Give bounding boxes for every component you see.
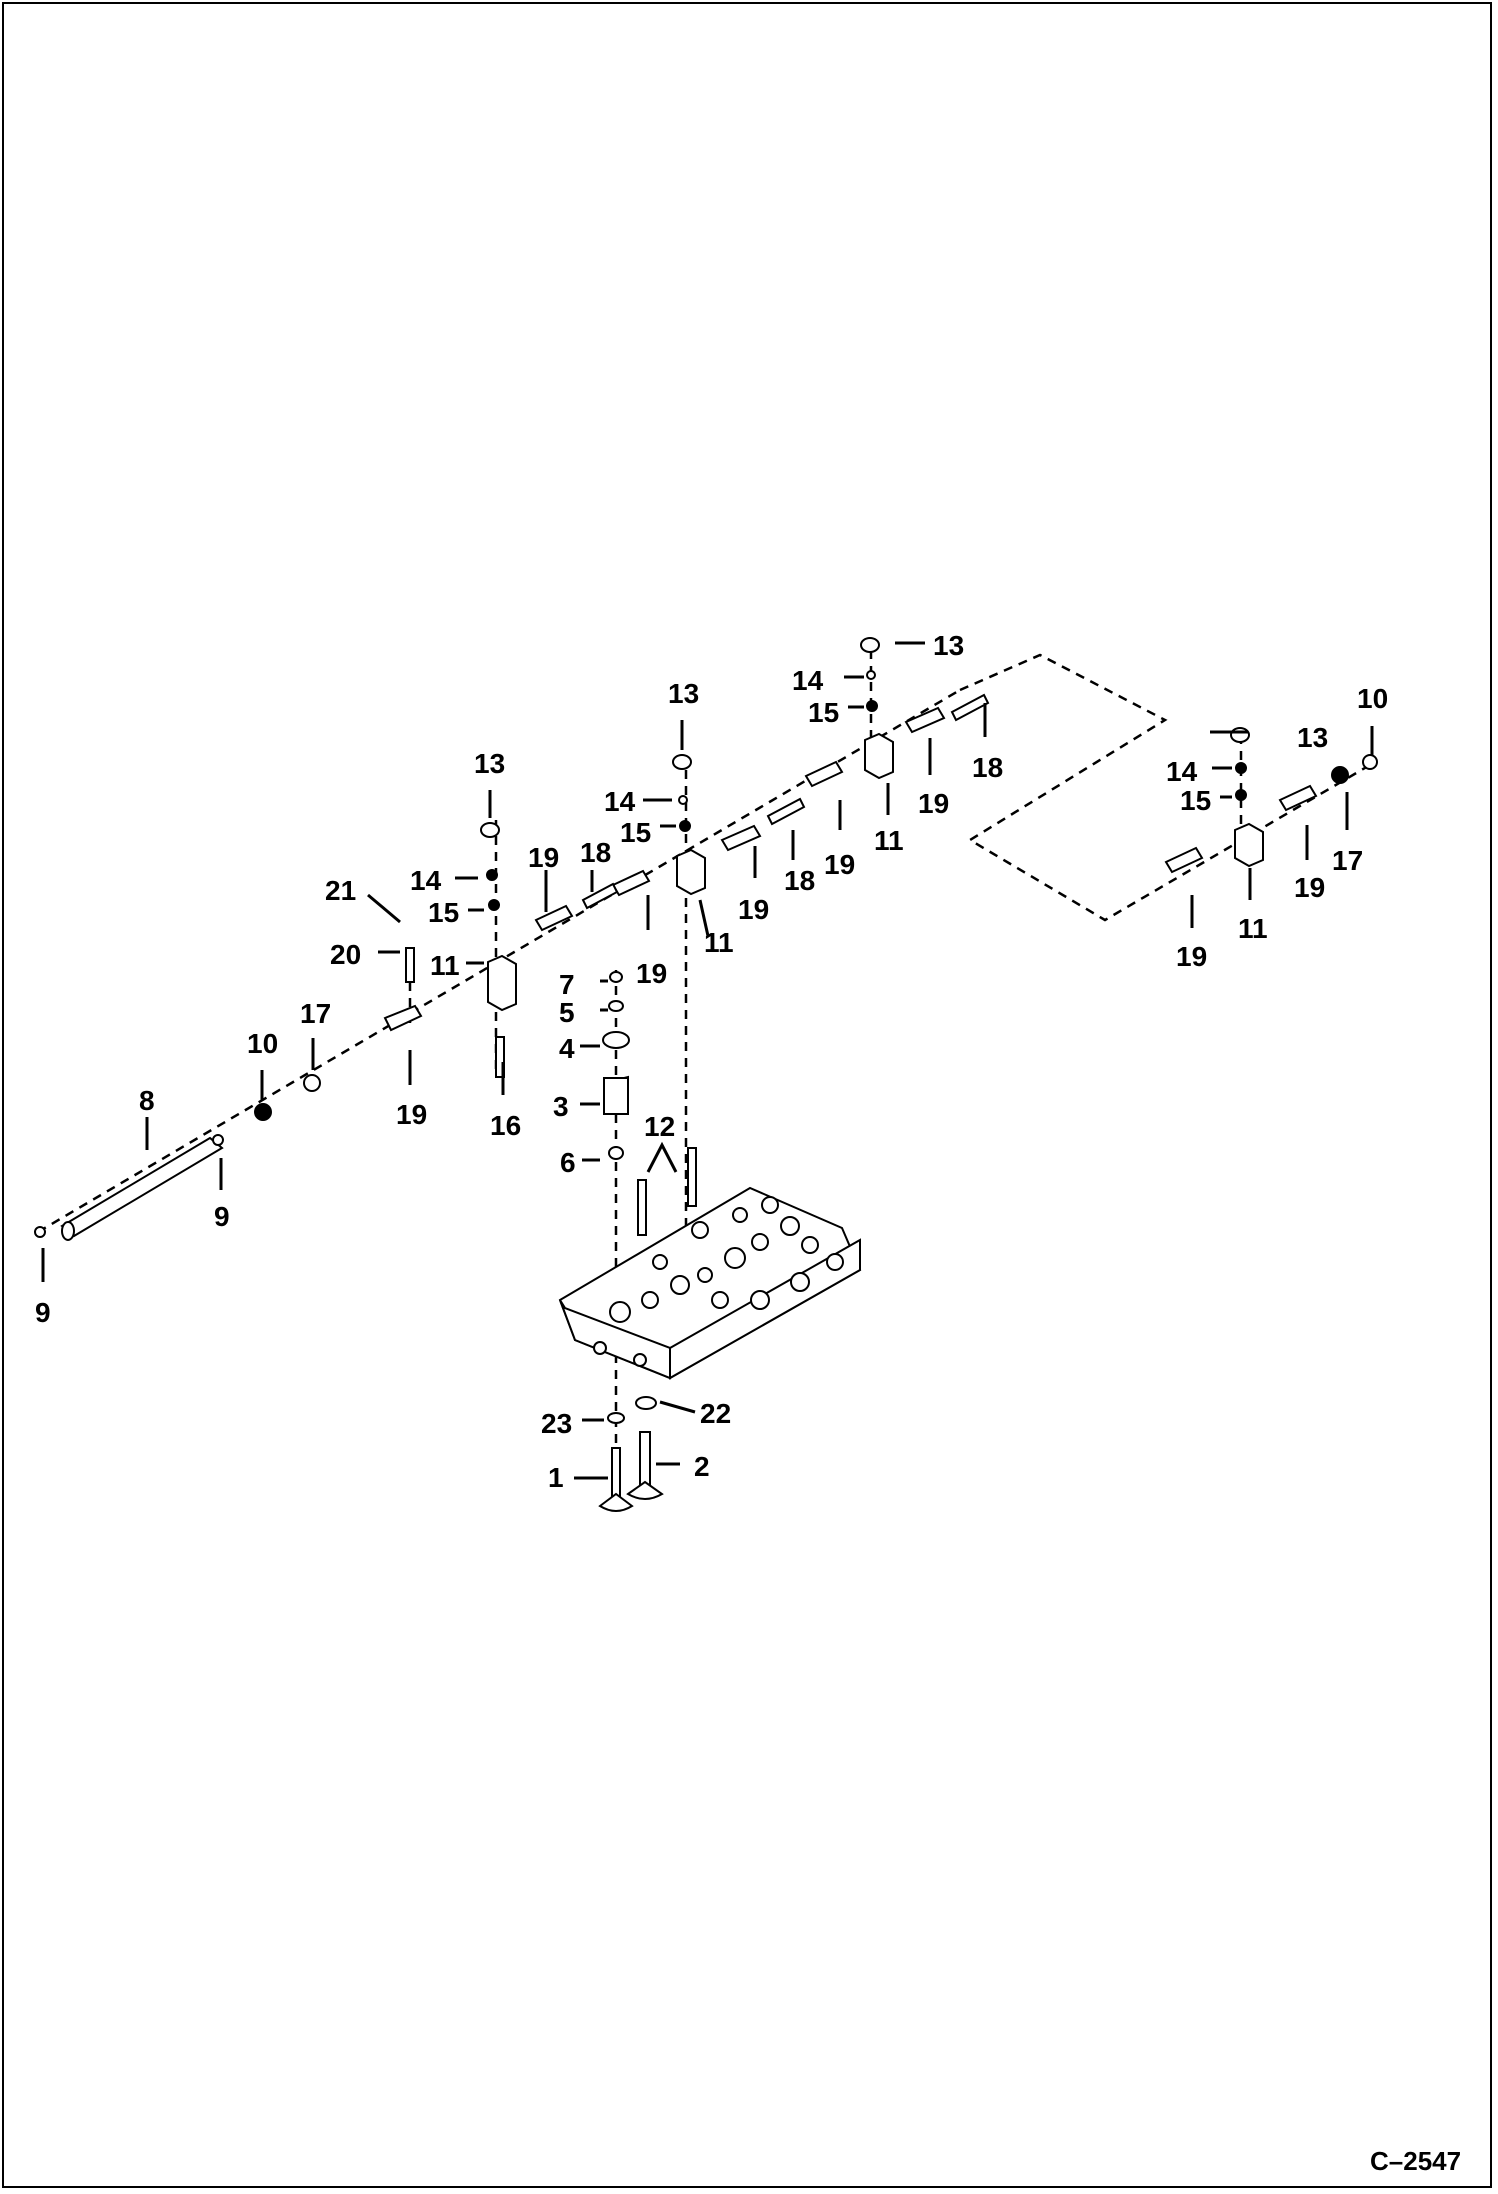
callout-1: 1: [548, 1462, 564, 1493]
callout-22: 22: [700, 1398, 731, 1429]
callout-19h: 19: [1294, 872, 1325, 903]
callout-19f: 19: [918, 788, 949, 819]
valve-spring-stack: [602, 971, 630, 1160]
callout-12: 12: [644, 1111, 675, 1142]
callout-14b: 14: [604, 786, 636, 817]
callout-5: 5: [559, 997, 575, 1028]
callout-19c: 19: [636, 958, 667, 989]
callout-19a: 19: [396, 1099, 427, 1130]
callout-6: 6: [560, 1147, 576, 1178]
callout-15d: 15: [1180, 785, 1211, 816]
callout-15a: 15: [428, 897, 459, 928]
callout-9b: 9: [214, 1201, 230, 1232]
callout-19d: 19: [738, 894, 769, 925]
callout-17b: 17: [1332, 845, 1363, 876]
adjust-screw-and-stud: [405, 947, 505, 1078]
callout-21: 21: [325, 875, 356, 906]
callout-14d: 14: [1166, 756, 1198, 787]
rocker-brackets: [487, 732, 1264, 1012]
pushrod-shaft: [34, 1134, 224, 1241]
callout-11a: 11: [430, 950, 460, 981]
callout-13c: 13: [933, 630, 964, 661]
shaft-plugs-and-rings: [254, 754, 1378, 1121]
callout-13b: 13: [668, 678, 699, 709]
callout-3: 3: [553, 1091, 569, 1122]
callout-4: 4: [559, 1033, 575, 1064]
callout-14c: 14: [792, 665, 824, 696]
callout-13d: 13: [1297, 722, 1328, 753]
leader-lines: [41, 641, 1374, 1480]
callout-18c: 18: [972, 752, 1003, 783]
callout-11d: 11: [1238, 913, 1268, 944]
callout-8: 8: [139, 1085, 155, 1116]
callout-10a: 10: [247, 1028, 278, 1059]
callout-14a: 14: [410, 865, 442, 896]
callout-11b: 11: [704, 927, 734, 958]
callout-9a: 9: [35, 1297, 51, 1328]
callout-23: 23: [541, 1408, 572, 1439]
callout-13a: 13: [474, 748, 505, 779]
callout-labels: 1 2 3 4 5 6 7 8 9 9 10 10 11 11 11 11 12…: [35, 630, 1461, 2176]
callout-19e: 19: [824, 849, 855, 880]
callout-15b: 15: [620, 817, 651, 848]
head-ports: [593, 1196, 844, 1367]
callout-7: 7: [559, 969, 575, 1000]
bracket-fasteners: [480, 637, 1250, 911]
callout-18a: 18: [580, 837, 611, 868]
callout-10b: 10: [1357, 683, 1388, 714]
callout-2: 2: [694, 1451, 710, 1482]
rocker-arms: [383, 706, 1318, 1032]
callout-17a: 17: [300, 998, 331, 1029]
callout-16: 16: [490, 1110, 521, 1141]
callout-11c: 11: [874, 825, 904, 856]
callout-20: 20: [330, 939, 361, 970]
callout-19g: 19: [1176, 941, 1207, 972]
cylinder-head: [558, 1186, 862, 1380]
callout-18b: 18: [784, 865, 815, 896]
figure-reference: C–2547: [1370, 2146, 1461, 2176]
head-studs: [637, 1147, 697, 1236]
callout-19b: 19: [528, 842, 559, 873]
shaft-springs: [581, 693, 990, 910]
callout-15c: 15: [808, 697, 839, 728]
valves: [598, 1396, 664, 1512]
